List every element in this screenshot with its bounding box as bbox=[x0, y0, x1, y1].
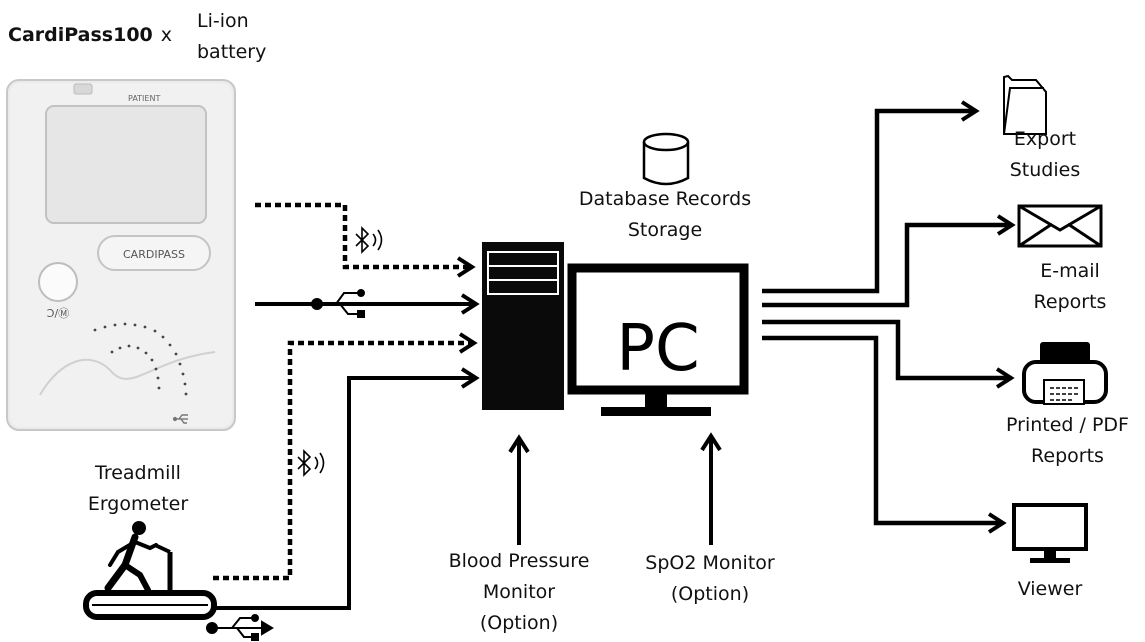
treadmill-label-line-1: Treadmill bbox=[95, 462, 181, 484]
pc-monitor bbox=[567, 263, 749, 416]
usb-icon bbox=[206, 614, 274, 641]
bluetooth-icon bbox=[297, 449, 325, 477]
print-label-line-1: Printed / PDF bbox=[1006, 414, 1129, 436]
treadmill-bluetooth-line bbox=[213, 332, 478, 581]
bluetooth-icon bbox=[355, 226, 383, 254]
treadmill-usb-line bbox=[213, 367, 480, 610]
usb-icon bbox=[311, 289, 365, 318]
email-reports-label: E-mail Reports bbox=[1020, 256, 1120, 318]
email-arrow bbox=[762, 214, 1016, 308]
export-arrow bbox=[762, 100, 980, 294]
device-patient-label: PATIENT bbox=[128, 94, 160, 103]
device-usb-icon bbox=[172, 414, 188, 424]
bluetooth-connection-line bbox=[255, 202, 476, 278]
treadmill-label-line-2: Ergometer bbox=[87, 493, 189, 515]
multiplier-sign: x bbox=[160, 24, 173, 46]
power-symbol: Ɔ/Ⓜ bbox=[47, 307, 69, 320]
printer-icon bbox=[1022, 342, 1108, 405]
bp-label-line-2: Monitor bbox=[482, 581, 556, 603]
spo2-monitor-label: SpO2 Monitor (Option) bbox=[635, 548, 785, 610]
bp-monitor-label: Blood Pressure Monitor (Option) bbox=[424, 546, 614, 639]
export-label-line-1: Export bbox=[1013, 128, 1077, 150]
treadmill-label: Treadmill Ergometer bbox=[78, 458, 198, 520]
treadmill-icon bbox=[83, 521, 217, 620]
print-label-line-2: Reports bbox=[1031, 445, 1104, 467]
print-arrow bbox=[762, 319, 1015, 389]
storage-label-line-1: Database Records bbox=[578, 188, 752, 210]
viewer-arrow bbox=[762, 335, 1007, 534]
pc-label: PC bbox=[616, 312, 699, 386]
device-title: CardiPass100 x bbox=[8, 24, 172, 46]
spo2-label-line-2: (Option) bbox=[670, 583, 750, 605]
bp-label-line-3: (Option) bbox=[479, 612, 559, 634]
device-brand-label: CARDIPASS bbox=[123, 248, 185, 261]
storage-label: Database Records Storage bbox=[570, 184, 760, 246]
email-label-line-1: E-mail bbox=[1040, 260, 1100, 282]
pc-tower bbox=[482, 242, 564, 410]
viewer-label-text: Viewer bbox=[1017, 578, 1083, 600]
storage-label-line-2: Storage bbox=[627, 219, 703, 241]
export-label-line-2: Studies bbox=[1009, 159, 1081, 181]
database-icon bbox=[642, 132, 690, 186]
print-reports-label: Printed / PDF Reports bbox=[990, 410, 1145, 472]
viewer-monitor-icon bbox=[1012, 503, 1088, 563]
export-studies-label: Export Studies bbox=[990, 124, 1100, 186]
email-label-line-2: Reports bbox=[1033, 291, 1107, 313]
cardipass-device bbox=[6, 79, 236, 431]
led-dots bbox=[93, 322, 188, 396]
battery-line-2: battery bbox=[197, 41, 267, 63]
viewer-label: Viewer bbox=[1000, 574, 1100, 605]
envelope-icon bbox=[1017, 204, 1103, 248]
bp-label-line-1: Blood Pressure bbox=[448, 550, 590, 572]
battery-line-1: Li-ion bbox=[197, 10, 249, 32]
folder-icon bbox=[1003, 74, 1047, 135]
device-name: CardiPass100 bbox=[8, 24, 153, 46]
battery-label: Li-ion battery bbox=[197, 6, 266, 68]
spo2-label-line-1: SpO2 Monitor bbox=[645, 552, 775, 574]
